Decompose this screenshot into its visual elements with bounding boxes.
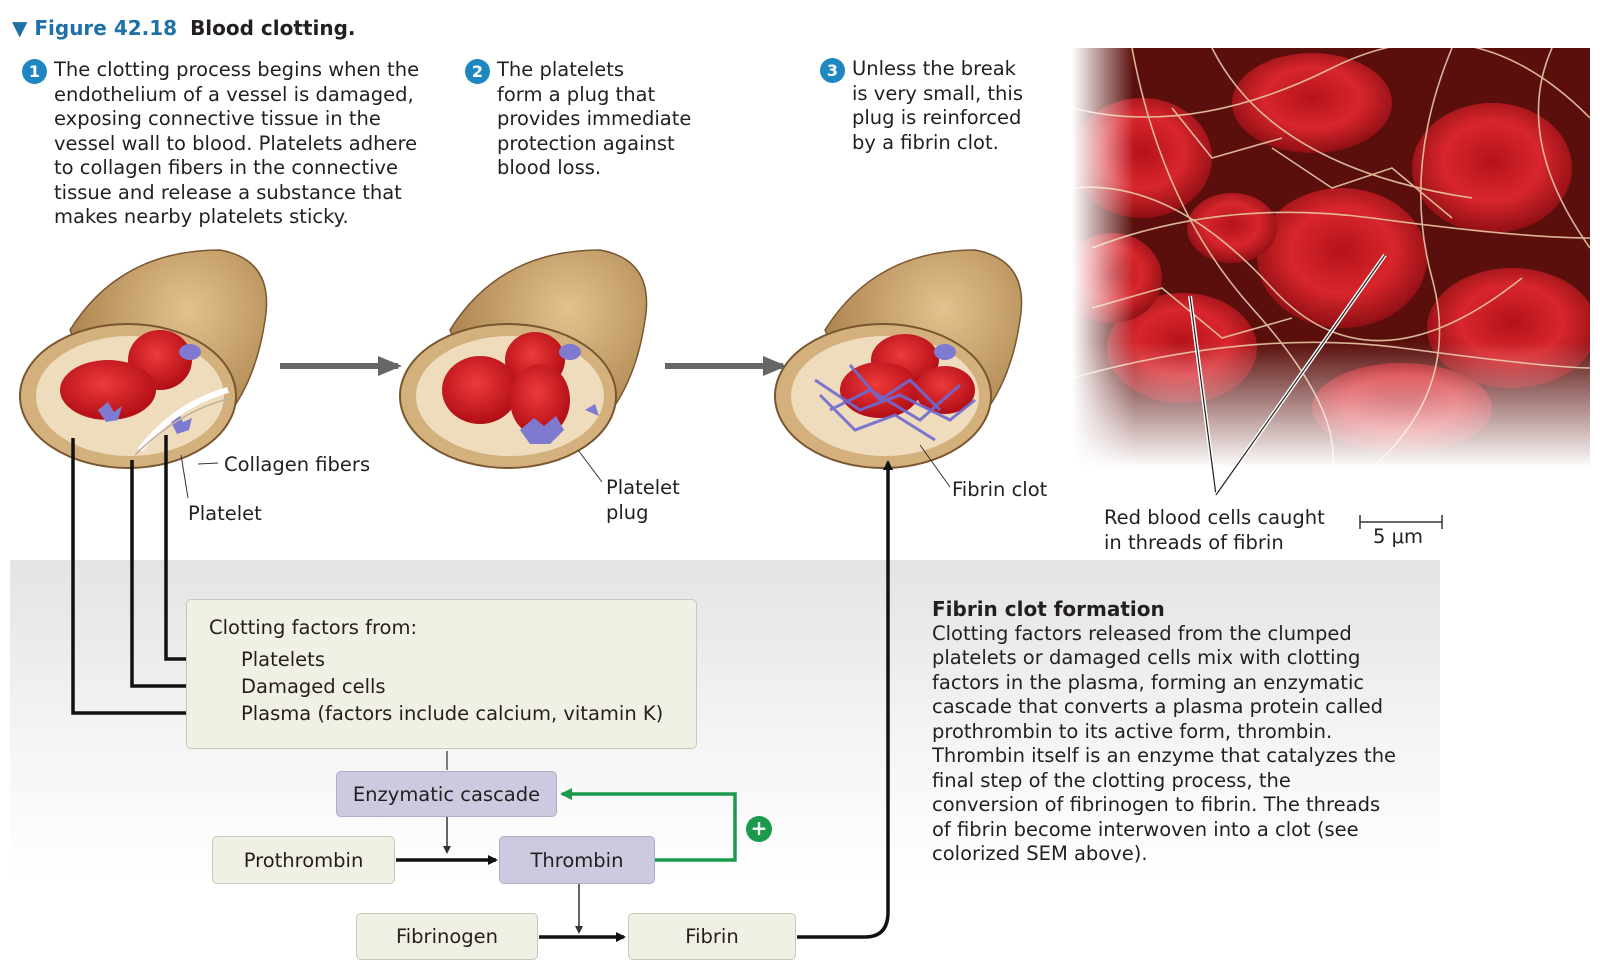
arrow-plasma (71, 438, 236, 718)
sem-photo (1072, 48, 1590, 468)
clotting-factors-heading: Clotting factors from: (209, 616, 418, 639)
figure-number: Figure 42.18 (34, 16, 178, 40)
figure-title: ▼ Figure 42.18 Blood clotting. (12, 16, 356, 40)
label-platelet: Platelet (188, 502, 262, 525)
fibrin-formation-body: Clotting factors released from the clump… (932, 621, 1397, 866)
fibrin-formation-heading: Fibrin clot formation (932, 597, 1165, 621)
fibrinogen-box: Fibrinogen (356, 913, 538, 960)
prothrombin-box: Prothrombin (212, 836, 395, 884)
positive-feedback-icon: + (746, 816, 772, 842)
step-number-3: 3 (820, 58, 845, 83)
feedback-loop (560, 788, 737, 862)
step-3-text: Unless the break is very small, this plu… (852, 57, 1023, 154)
thrombin-box: Thrombin (499, 836, 655, 884)
enzymatic-cascade-label: Enzymatic cascade (352, 782, 541, 806)
prothrombin-label: Prothrombin (243, 848, 364, 872)
step-1-text: The clotting process begins when the end… (54, 58, 420, 228)
vessel-1 (19, 249, 268, 469)
factor-plasma: Plasma (factors include calcium, vitamin… (241, 702, 664, 725)
figure-caption: Blood clotting. (190, 16, 356, 40)
fibrinogen-label: Fibrinogen (395, 925, 499, 948)
scale-label: 5 μm (1373, 525, 1424, 548)
label-platelet-plug: Platelet plug (606, 476, 680, 524)
step-2-text: The platelets form a plug that provides … (497, 58, 692, 179)
vessel-2 (399, 249, 648, 469)
thrombin-label: Thrombin (530, 848, 624, 872)
step-number-1: 1 (22, 59, 47, 84)
label-red-blood-cells: Red blood cells caught in threads of fib… (1104, 506, 1325, 554)
fibrin-label: Fibrin (685, 925, 739, 948)
step-2: 2 The platelets form a plug that provide… (465, 58, 692, 181)
step-1: 1 The clotting process begins when the e… (22, 58, 420, 230)
fibrin-box: Fibrin (628, 913, 796, 960)
arrow-fibrin-to-clot (797, 460, 893, 939)
label-collagen-fibers: Collagen fibers (224, 453, 371, 476)
factor-damaged-cells: Damaged cells (241, 675, 386, 698)
vessel-3 (774, 249, 1023, 469)
triangle-icon: ▼ (12, 16, 28, 40)
label-fibrin-clot: Fibrin clot (952, 478, 1048, 501)
enzymatic-cascade-box: Enzymatic cascade (336, 771, 557, 817)
clotting-factors-box: Clotting factors from: Platelets Damaged… (186, 599, 697, 749)
fibrin-formation-panel: Fibrin clot formation Clotting factors r… (932, 597, 1402, 867)
scale-bar (1359, 515, 1443, 529)
step-number-2: 2 (465, 59, 490, 84)
step-3: 3 Unless the break is very small, this p… (820, 57, 1023, 155)
factor-platelets: Platelets (241, 648, 325, 671)
